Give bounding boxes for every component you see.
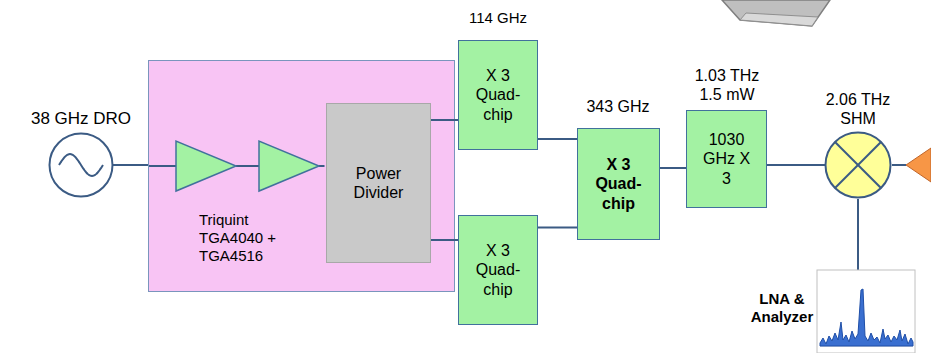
node-label: Triquint TGA4040 + TGA4516 [199,211,299,265]
oscillator-source: 38 GHz DRO [48,132,114,198]
horn-antenna-face [740,13,818,26]
spectrum-screen [817,270,915,353]
amplifier-symbol [176,141,236,191]
amplifier-wire [236,165,259,167]
node-label: X 3 Quad-chip [591,155,647,213]
feed-horn [906,148,931,182]
signal-line [538,138,577,140]
power-divider: Power Divider [326,103,431,263]
tripler-box: 1030 GHz X 3 [686,110,767,208]
signal-line [431,119,458,121]
horn-antenna [722,0,830,26]
node-label: X 3 Quad-chip [470,241,526,299]
signal-line [113,164,149,166]
node-label: 1030 GHz X 3 [703,130,751,188]
sine-symbol [59,154,103,176]
mixer-cross [835,142,881,188]
signal-line [538,227,577,229]
signal-line [660,167,686,169]
node-label: 38 GHz DRO [31,109,131,129]
mixer-circle: 2.06 THz SHM [824,131,892,199]
circle-shape [50,134,113,197]
oscillator-source-outline [48,132,114,198]
node-label: X 3 Quad-chip [470,66,526,124]
if-wire [857,199,859,270]
instrument-label: LNA & Analyzer [742,290,822,326]
signal-line [767,164,826,166]
frequency-label: 114 GHz [458,9,538,27]
mixer-circle-outline [824,131,892,199]
spectrum-trace [820,289,913,346]
amplifier-wire [149,165,176,167]
circle-shape [826,133,891,198]
node-label: Power Divider [344,164,414,202]
tripler-box: X 3 Quad-chip [458,215,538,325]
feed-wire [892,164,906,166]
amplifier-module: Triquint TGA4040 + TGA4516 Power Divider [148,60,455,292]
tripler-box: X 3 Quad-chip [458,40,538,150]
power-label: 1.03 THz 1.5 mW [687,66,767,104]
frequency-label: 343 GHz [578,97,658,116]
signal-line [431,239,458,241]
amplifier-symbol [259,141,319,191]
node-label: 2.06 THz SHM [818,90,898,128]
tripler-box: X 3 Quad-chip [577,128,660,240]
mixer-cross [835,142,881,188]
